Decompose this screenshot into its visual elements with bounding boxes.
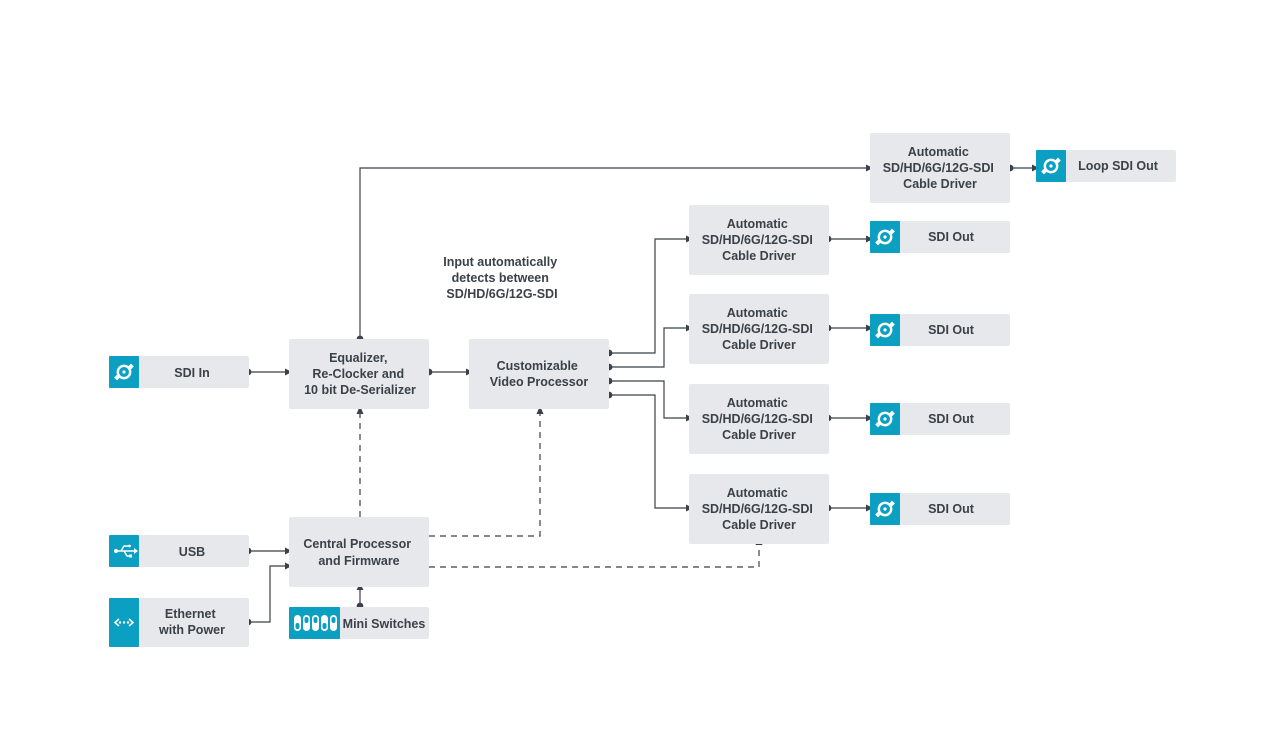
- sdi-out-label-2: SDI Out: [928, 323, 975, 337]
- note-line-2: detects between: [452, 271, 549, 285]
- ethernet-label-2: with Power: [158, 623, 225, 637]
- driver-4-line-2: SD/HD/6G/12G-SDI: [702, 502, 813, 516]
- video-processor-line-2: Video Processor: [490, 375, 589, 389]
- svg-text:Automatic SD/HD/6G/12G-S: Automatic SD/HD/6G/12G-SDI Cable Driver: [883, 145, 998, 191]
- dip-switch-icon: [294, 615, 337, 631]
- wire-vp-driver-2: [609, 327, 686, 368]
- central-processor-block: Central Processor and Firmware: [289, 517, 429, 587]
- sdi-out-label-1: SDI Out: [928, 230, 975, 244]
- usb-node: USB: [109, 535, 249, 567]
- driver-3-line-1: Automatic: [727, 396, 788, 410]
- wire-ethernet: [248, 565, 285, 623]
- driver-3-line-2: SD/HD/6G/12G-SDI: [702, 412, 813, 426]
- wire-vp-driver-4: [609, 394, 686, 509]
- driver-3-line-3: Cable Driver: [722, 428, 796, 442]
- svg-text:Input automatically dete: Input automatically detects between SD/H…: [443, 255, 560, 301]
- mini-switches-label: Mini Switches: [343, 617, 426, 631]
- usb-label: USB: [179, 545, 205, 559]
- driver-4-line-1: Automatic: [727, 486, 788, 500]
- driver-1-line-2: SD/HD/6G/12G-SDI: [702, 233, 813, 247]
- ethernet-icon: [113, 618, 135, 627]
- svg-text:Central Processor and Fi: Central Processor and Firmware: [303, 537, 414, 568]
- control-to-video-processor: [429, 413, 541, 537]
- sdi-out-node-4: SDI Out: [870, 493, 1010, 525]
- sdi-in-node: SDI In: [109, 356, 249, 388]
- central-processor-line-1: Central Processor: [303, 537, 411, 551]
- loop-cable-driver: Automatic SD/HD/6G/12G-SDI Cable Driver: [870, 133, 1010, 203]
- note-line-3: SD/HD/6G/12G-SDI: [446, 287, 557, 301]
- sdi-out-node-1: SDI Out: [870, 221, 1010, 253]
- svg-text:Automatic SD/HD/6G/12G-S: Automatic SD/HD/6G/12G-SDI Cable Driver: [702, 396, 817, 442]
- video-processor-line-1: Customizable: [497, 359, 578, 373]
- equalizer-block: Equalizer, Re-Clocker and 10 bit De-Seri…: [289, 339, 429, 409]
- svg-text:Customizable Video Proce: Customizable Video Processor: [490, 359, 589, 389]
- driver-2-line-2: SD/HD/6G/12G-SDI: [702, 322, 813, 336]
- central-processor-line-2: and Firmware: [318, 554, 399, 568]
- sdi-in-label: SDI In: [174, 366, 209, 380]
- driver-2-line-3: Cable Driver: [722, 338, 796, 352]
- driver-1-line-1: Automatic: [727, 217, 788, 231]
- sdi-out-node-3: SDI Out: [870, 403, 1010, 435]
- sdi-out-node-2: SDI Out: [870, 314, 1010, 346]
- video-processor-block: Customizable Video Processor: [469, 339, 609, 409]
- svg-text:Ethernet with Power: Ethernet with Power: [158, 607, 225, 637]
- cable-driver-3: Automatic SD/HD/6G/12G-SDI Cable Driver: [689, 384, 829, 454]
- svg-text:Automatic SD/HD/6G/12G-S: Automatic SD/HD/6G/12G-SDI Cable Driver: [702, 486, 817, 532]
- equalizer-line-3: 10 bit De-Serializer: [304, 383, 416, 397]
- wire-loop: [359, 167, 866, 339]
- cable-driver-2: Automatic SD/HD/6G/12G-SDI Cable Driver: [689, 294, 829, 364]
- svg-text:Equalizer, Re-Clocker an: Equalizer, Re-Clocker and 10 bit De-Seri…: [304, 351, 416, 397]
- ethernet-node: Ethernet with Power: [109, 598, 249, 647]
- svg-text:Automatic SD/HD/6G/12G-S: Automatic SD/HD/6G/12G-SDI Cable Driver: [702, 306, 817, 352]
- usb-icon: [114, 544, 138, 558]
- cable-driver-1: Automatic SD/HD/6G/12G-SDI Cable Driver: [689, 205, 829, 275]
- control-to-driver-4: [429, 545, 760, 568]
- loop-driver-line-1: Automatic: [908, 145, 969, 159]
- equalizer-line-1: Equalizer,: [329, 351, 387, 365]
- wire-vp-driver-1: [609, 238, 686, 354]
- sdi-out-label-3: SDI Out: [928, 412, 975, 426]
- loop-sdi-out-node: Loop SDI Out: [1036, 150, 1176, 182]
- driver-1-line-3: Cable Driver: [722, 249, 796, 263]
- loop-driver-line-2: SD/HD/6G/12G-SDI: [883, 161, 994, 175]
- equalizer-line-2: Re-Clocker and: [312, 367, 404, 381]
- auto-detect-note: Input automatically detects between SD/H…: [443, 255, 560, 301]
- mini-switches-node: Mini Switches: [289, 607, 429, 639]
- cable-driver-4: Automatic SD/HD/6G/12G-SDI Cable Driver: [689, 474, 829, 544]
- svg-text:Automatic SD/HD/6G/12G-S: Automatic SD/HD/6G/12G-SDI Cable Driver: [702, 217, 817, 263]
- loop-driver-line-3: Cable Driver: [903, 177, 977, 191]
- driver-4-line-3: Cable Driver: [722, 518, 796, 532]
- note-line-1: Input automatically: [443, 255, 557, 269]
- sdi-out-label-4: SDI Out: [928, 502, 975, 516]
- driver-2-line-1: Automatic: [727, 306, 788, 320]
- loop-sdi-out-label: Loop SDI Out: [1078, 159, 1159, 173]
- ethernet-label-1: Ethernet: [165, 607, 217, 621]
- wire-vp-driver-3: [609, 380, 686, 419]
